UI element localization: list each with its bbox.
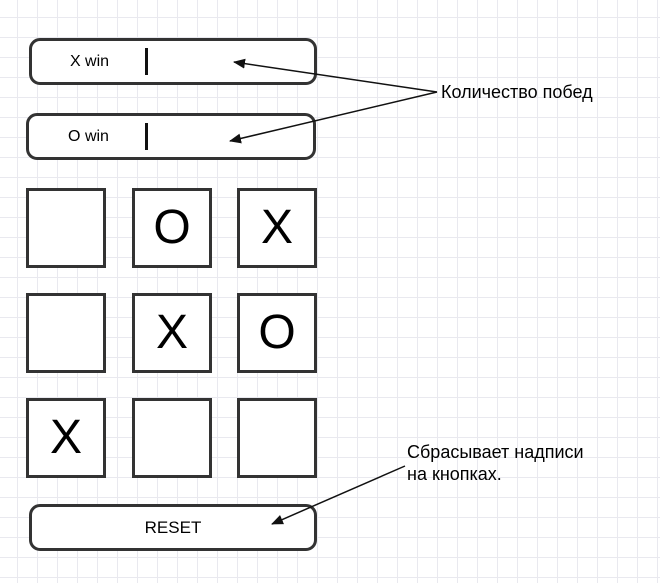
reset-annotation-line-1: Сбрасывает надписи <box>407 442 584 462</box>
reset-button[interactable]: RESET <box>29 504 317 551</box>
board-cell-6[interactable]: O <box>237 293 317 373</box>
arrow-to-x-win <box>233 58 438 93</box>
o-win-label: O win <box>68 127 109 145</box>
board-cell-9[interactable] <box>237 398 317 478</box>
x-win-divider <box>145 48 148 75</box>
board-cell-8[interactable] <box>132 398 212 478</box>
reset-annotation-line-2: на кнопках. <box>407 464 502 484</box>
reset-annotation: Сбрасывает надписи на кнопках. <box>407 441 584 485</box>
arrow-to-reset <box>271 465 406 525</box>
board-cell-2[interactable]: O <box>132 188 212 268</box>
wins-annotation: Количество побед <box>441 82 593 102</box>
board-cell-7[interactable]: X <box>26 398 106 478</box>
x-win-counter: X win <box>29 38 317 85</box>
board-cell-3[interactable]: X <box>237 188 317 268</box>
board-cell-1[interactable] <box>26 188 106 268</box>
board-cell-5[interactable]: X <box>132 293 212 373</box>
x-win-label: X win <box>69 52 110 70</box>
o-win-counter: O win <box>26 113 316 160</box>
arrow-to-o-win <box>229 91 438 144</box>
o-win-divider <box>145 123 148 150</box>
board-cell-4[interactable] <box>26 293 106 373</box>
